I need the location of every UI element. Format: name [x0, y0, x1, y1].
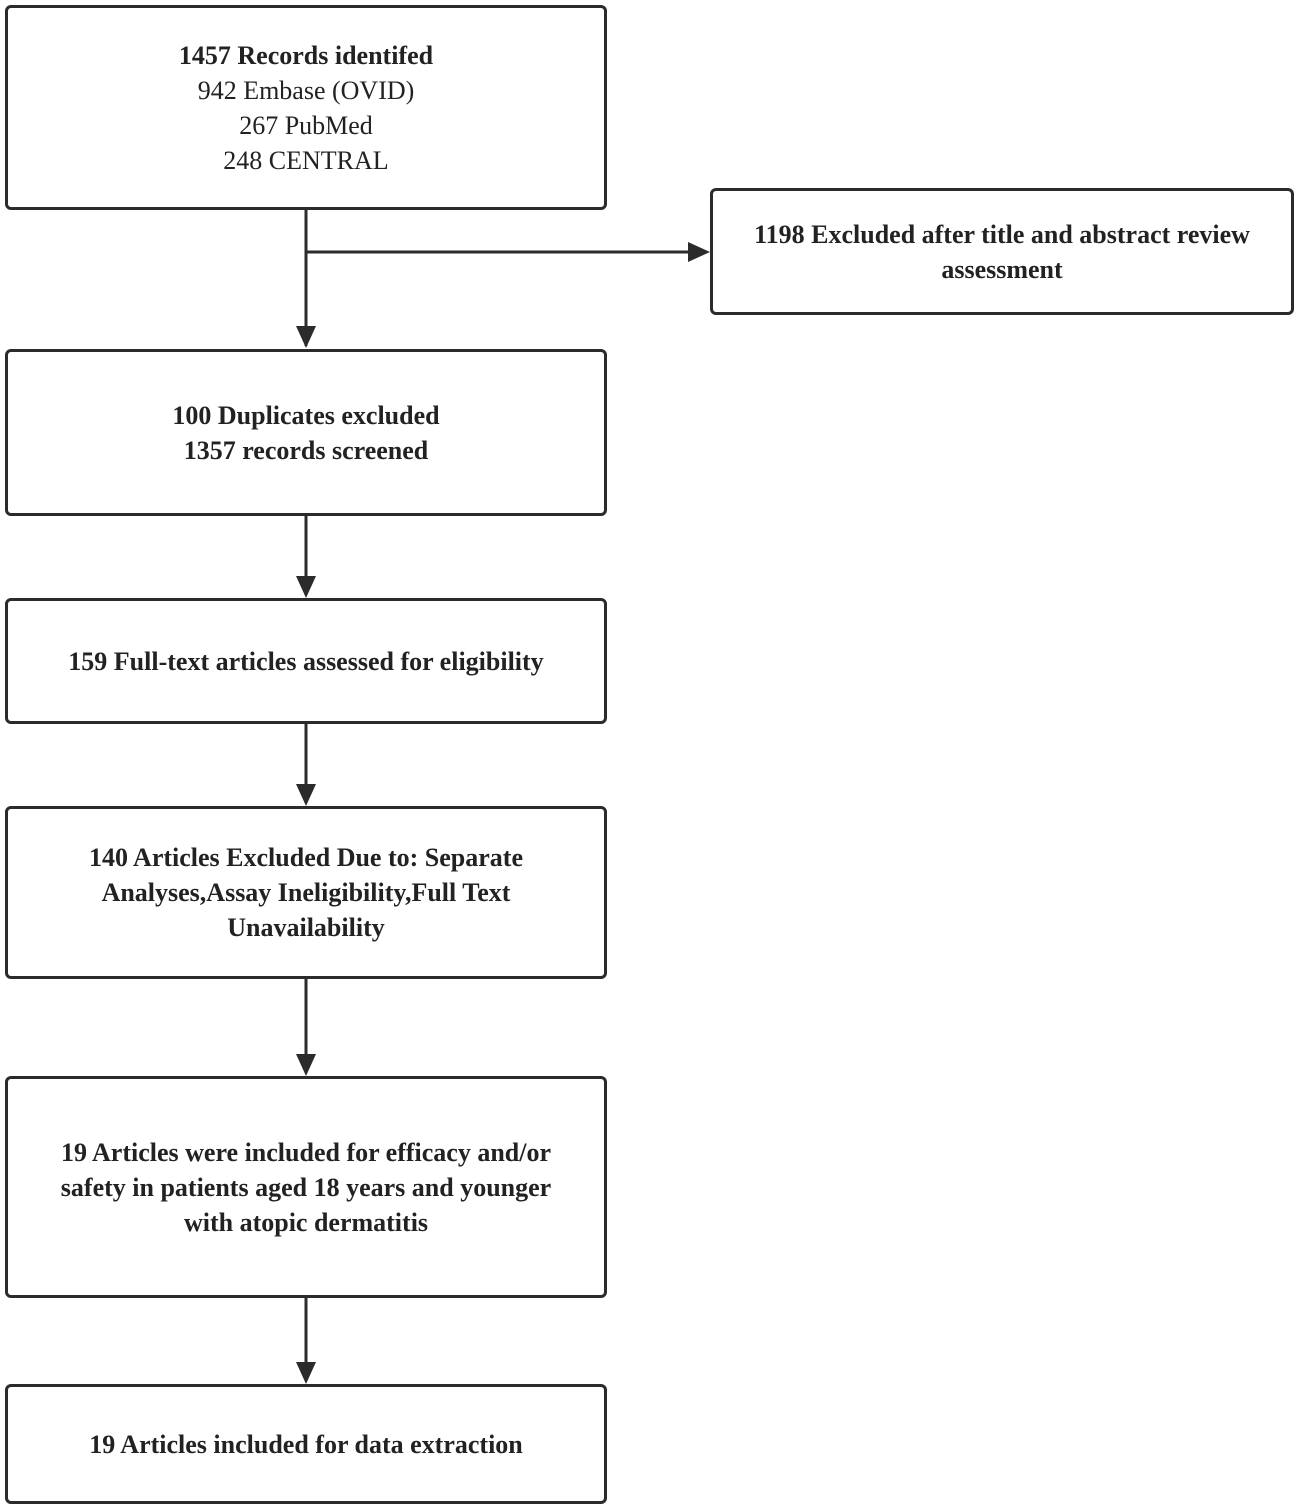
- records-source-pubmed: 267 PubMed: [239, 110, 373, 140]
- duplicates-excluded-text: 100 Duplicates excluded: [172, 400, 440, 430]
- arrowhead-excluded-to-included: [296, 1054, 316, 1076]
- records-screened-text: 1357 records screened: [183, 435, 429, 465]
- box-excluded-title-abstract: 1198 Excluded after title and abstract r…: [710, 188, 1294, 315]
- box-fulltext-assessed: 159 Full-text articles assessed for elig…: [5, 598, 607, 724]
- arrowhead-included-to-extraction: [296, 1362, 316, 1384]
- excluded-title-abstract-line-1: 1198 Excluded after title and abstract r…: [754, 219, 1250, 249]
- articles-included-line-3: with atopic dermatitis: [183, 1207, 429, 1237]
- articles-excluded-line-1: 140 Articles Excluded Due to: Separate: [88, 843, 523, 872]
- box-articles-excluded: 140 Articles Excluded Due to: Separate A…: [5, 806, 607, 979]
- fulltext-assessed-text: 159 Full-text articles assessed for elig…: [68, 646, 544, 676]
- box-records-identified: 1457 Records identifed 942 Embase (OVID)…: [5, 5, 607, 210]
- records-source-central: 248 CENTRAL: [223, 145, 389, 175]
- articles-included-line-1: 19 Articles were included for efficacy a…: [60, 1137, 552, 1167]
- arrowhead-screened-to-fulltext: [296, 576, 316, 598]
- excluded-title-abstract-line-2: assessment: [941, 254, 1063, 284]
- arrowhead-fulltext-to-excluded: [296, 784, 316, 806]
- box-articles-included: 19 Articles were included for efficacy a…: [5, 1076, 607, 1298]
- articles-excluded-line-3: Unavailability: [227, 913, 385, 942]
- arrowhead-to-excluded-title-abstract: [688, 242, 710, 262]
- articles-excluded-line-2: Analyses,Assay Ineligibility,Full Text: [101, 878, 511, 907]
- records-source-embase: 942 Embase (OVID): [197, 75, 415, 105]
- box-data-extraction: 19 Articles included for data extraction: [5, 1384, 607, 1504]
- articles-included-line-2: safety in patients aged 18 years and you…: [60, 1172, 552, 1202]
- records-identified-title: 1457 Records identifed: [178, 40, 434, 70]
- data-extraction-text: 19 Articles included for data extraction: [89, 1429, 523, 1459]
- box-duplicates-screened: 100 Duplicates excluded 1357 records scr…: [5, 349, 607, 516]
- arrowhead-identified-to-screened: [296, 326, 316, 348]
